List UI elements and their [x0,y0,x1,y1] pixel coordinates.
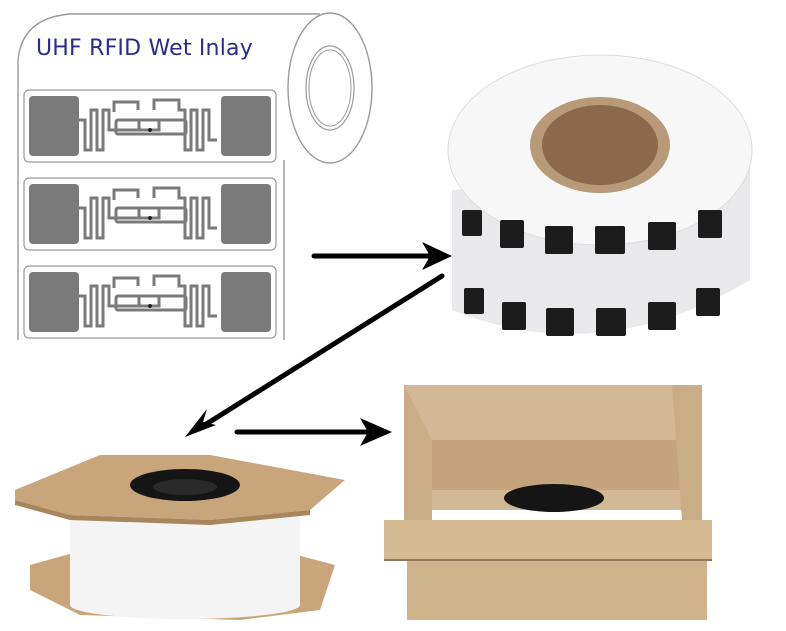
inlay-1 [23,89,277,163]
diagram-title: UHF RFID Wet Inlay [36,36,253,61]
inlay-3 [23,265,277,339]
box-photo [384,385,712,620]
arrow-roll-to-spool [197,273,445,431]
inlay-roll-drawing [17,12,373,340]
rfid-roll-photo [447,54,753,336]
inlay-2 [23,177,277,251]
spool-photo [15,455,345,620]
